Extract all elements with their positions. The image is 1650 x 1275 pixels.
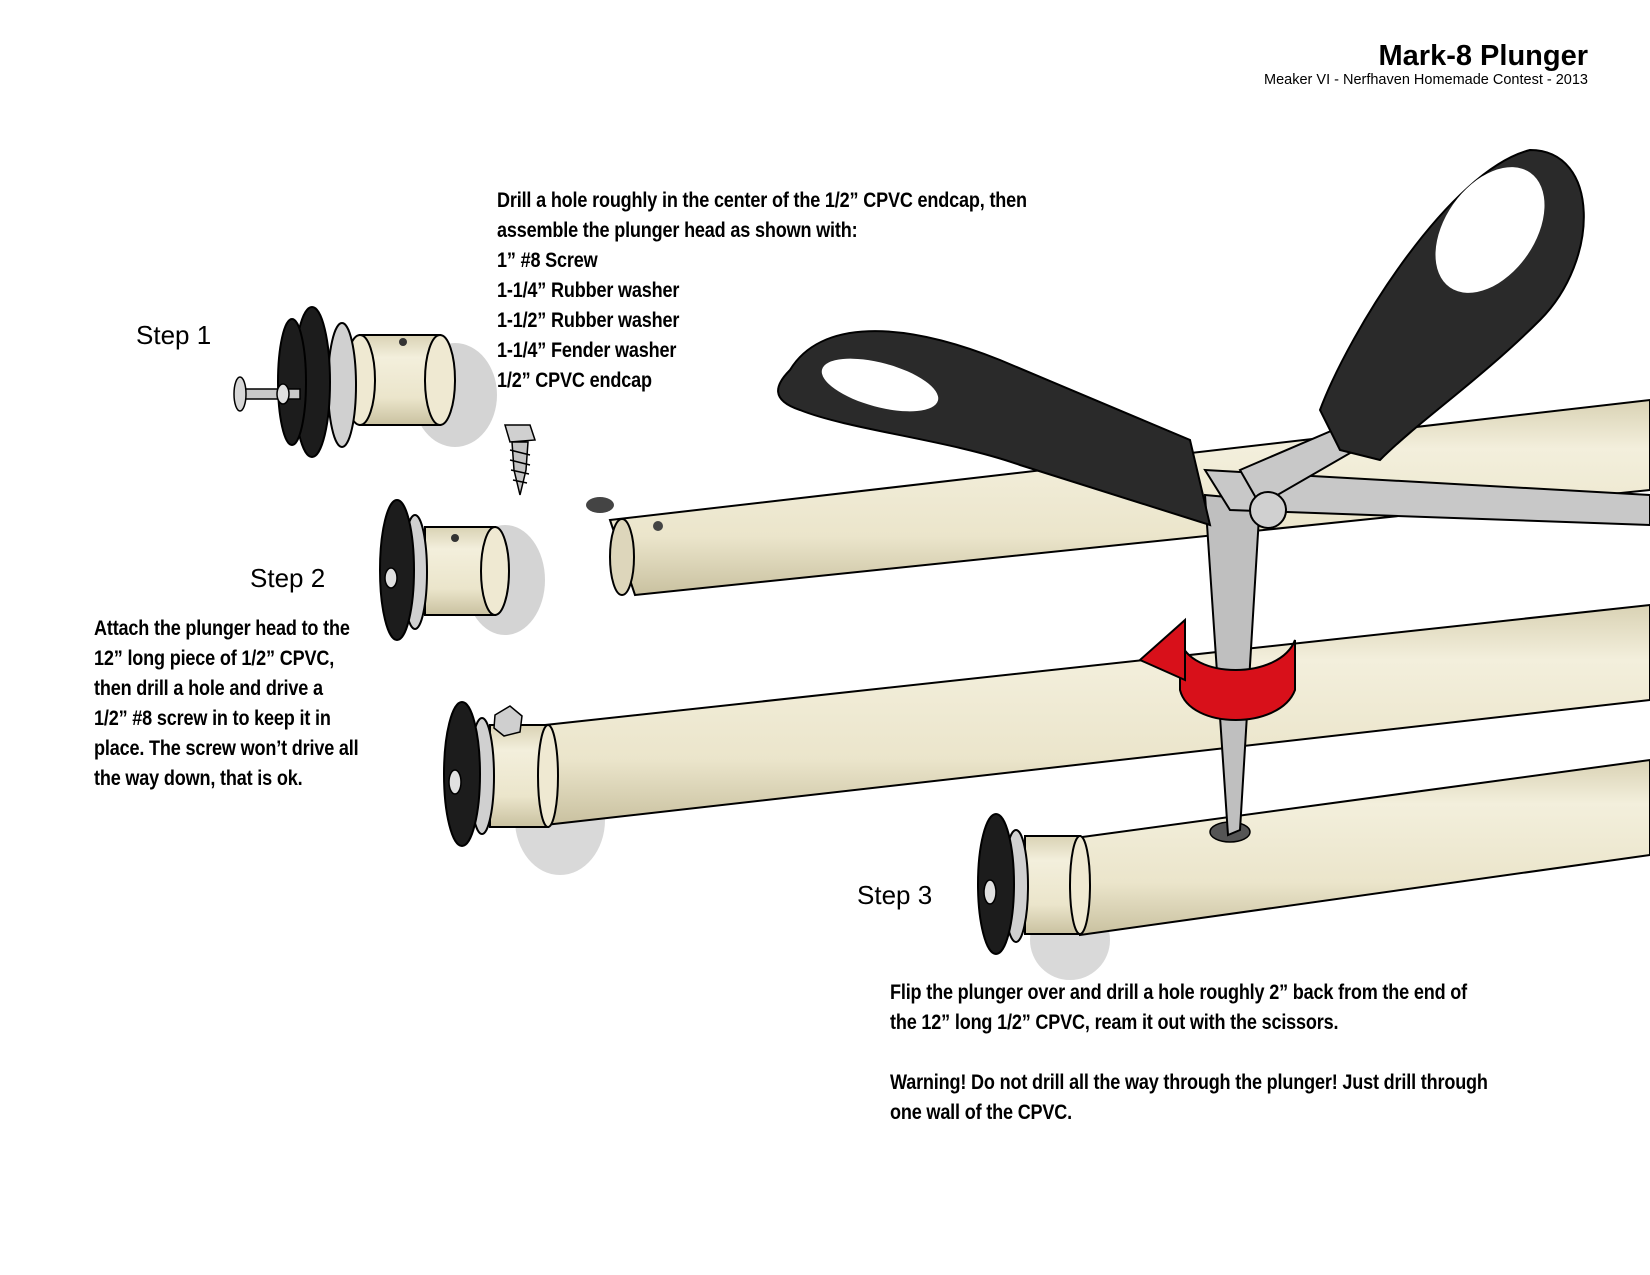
warning-line: one wall of the CPVC. (890, 1101, 1073, 1124)
step1-exploded-parts (233, 306, 497, 458)
step1-line: 1/2” CPVC endcap (497, 369, 652, 392)
warning-line: Warning! Do not drill all the way throug… (890, 1071, 1488, 1094)
rotation-arrow (1138, 617, 1296, 721)
scissors (777, 148, 1650, 837)
step1-line: 1” #8 Screw (497, 249, 598, 272)
step3-line: Flip the plunger over and drill a hole r… (890, 981, 1467, 1004)
step3-instructions: Flip the plunger over and drill a hole r… (890, 978, 1488, 1128)
step-2-label: Step 2 (250, 563, 326, 593)
page-subtitle: Meaker VI - Nerfhaven Homemade Contest -… (1264, 72, 1588, 88)
step3-plunger (977, 758, 1650, 980)
page-title: Mark-8 Plunger (1378, 40, 1589, 72)
step2-assembled-plunger (443, 603, 1650, 875)
step2-instructions: Attach the plunger head to the 12” long … (94, 614, 359, 794)
step1-line: assemble the plunger head as shown with: (497, 219, 858, 242)
step1-instructions: Drill a hole roughly in the center of th… (497, 186, 1027, 396)
step2-line: the way down, that is ok. (94, 767, 303, 790)
step2-line: 1/2” #8 screw in to keep it in (94, 707, 331, 730)
step2-line: 12” long piece of 1/2” CPVC, (94, 647, 335, 670)
step-1-label: Step 1 (136, 320, 212, 350)
step1-line: 1-1/4” Rubber washer (497, 279, 680, 302)
small-screw (503, 424, 537, 496)
step3-line: the 12” long 1/2” CPVC, ream it out with… (890, 1011, 1339, 1034)
step1-line: 1-1/4” Fender washer (497, 339, 677, 362)
step2-head (379, 499, 545, 641)
step-3-label: Step 3 (857, 880, 933, 910)
step2-line: place. The screw won’t drive all (94, 737, 359, 760)
step1-line: Drill a hole roughly in the center of th… (497, 189, 1027, 212)
step2-line: Attach the plunger head to the (94, 617, 350, 640)
paragraph-gap (890, 1038, 1488, 1068)
step2-line: then drill a hole and drive a (94, 677, 323, 700)
step1-line: 1-1/2” Rubber washer (497, 309, 680, 332)
